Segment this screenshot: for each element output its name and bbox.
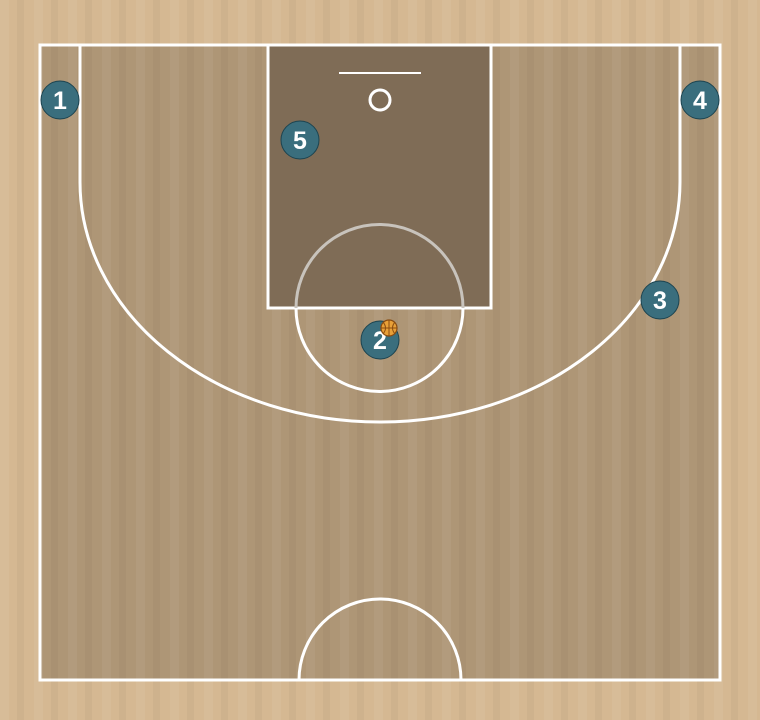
player-marker — [640, 280, 680, 320]
player-5[interactable]: 5 — [280, 120, 320, 160]
player-3[interactable]: 3 — [640, 280, 680, 320]
player-marker — [680, 80, 720, 120]
player-marker — [40, 80, 80, 120]
player-number: 5 — [293, 127, 307, 155]
hoop-rim — [368, 88, 392, 112]
player-number: 3 — [653, 287, 667, 315]
court-lines — [38, 43, 722, 682]
player-marker — [280, 120, 320, 160]
player-1[interactable]: 1 — [40, 80, 80, 120]
center-circle — [297, 597, 463, 681]
player-number: 1 — [53, 87, 67, 115]
player-4[interactable]: 4 — [680, 80, 720, 120]
paint-area — [266, 43, 493, 310]
court-boundary — [38, 43, 722, 682]
players: 1 2 3 4 5 — [40, 80, 720, 360]
free-throw-circle-bottom — [294, 307, 465, 393]
basketball-icon — [380, 319, 398, 337]
player-number: 4 — [693, 87, 707, 115]
free-throw-circle-top — [294, 223, 465, 309]
